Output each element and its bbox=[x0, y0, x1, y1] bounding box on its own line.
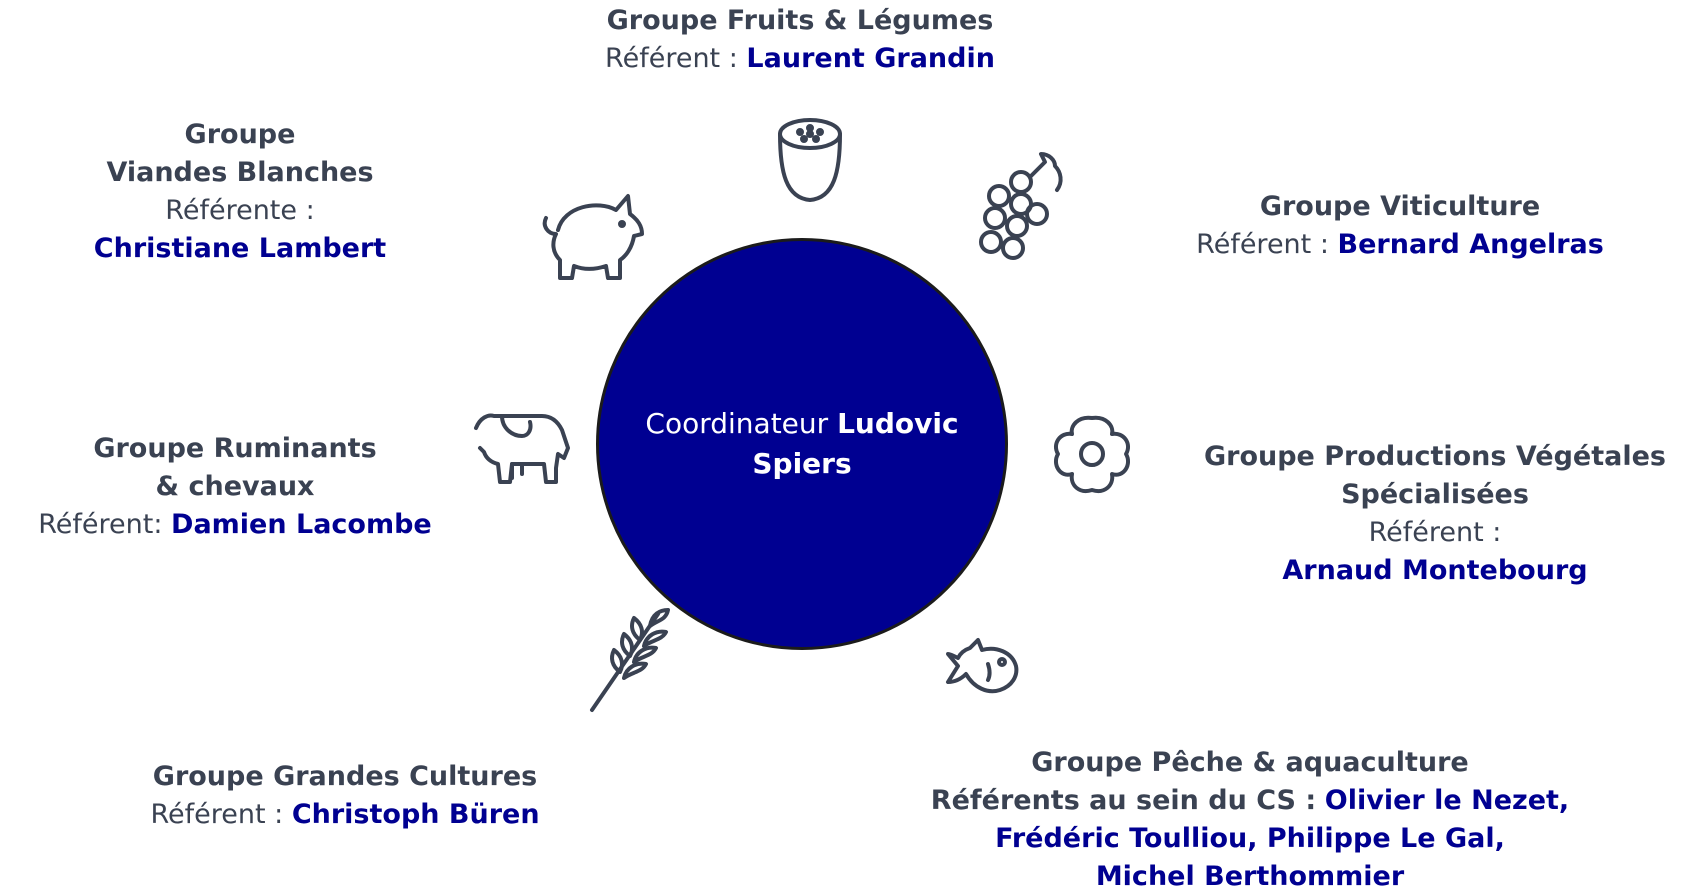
referent-name-line3: Michel Berthommier bbox=[1095, 861, 1405, 892]
referent-name: Arnaud Montebourg bbox=[1282, 555, 1588, 586]
referent-label: Référente : bbox=[165, 195, 315, 226]
fish-icon bbox=[946, 638, 1019, 694]
group-title-line2: Viandes Blanches bbox=[106, 157, 374, 188]
group-ruminants-chevaux: Groupe Ruminants & chevaux Référent: Dam… bbox=[0, 430, 470, 544]
group-fruits-legumes: Groupe Fruits & Légumes Référent : Laure… bbox=[560, 2, 1040, 78]
coordinator-circle: Coordinateur Ludovic Spiers bbox=[596, 238, 1008, 650]
referent-label: Référent : bbox=[1196, 229, 1329, 260]
referent-label: Référent : bbox=[150, 799, 284, 830]
referent-label: Référent : bbox=[1368, 517, 1502, 548]
referent-label: Référent : bbox=[605, 43, 738, 74]
coordinator-name: Ludovic Spiers bbox=[752, 407, 959, 480]
referent-label: Référents au sein du CS : bbox=[930, 785, 1317, 816]
grapes-icon bbox=[979, 152, 1063, 260]
referent-name-line1: Olivier le Nezet, bbox=[1324, 785, 1570, 816]
group-title-line1: Groupe Ruminants bbox=[93, 433, 377, 464]
referent-name: Laurent Grandin bbox=[746, 43, 995, 74]
group-title-line1: Groupe Productions Végétales bbox=[1203, 441, 1667, 472]
referent-name: Christiane Lambert bbox=[93, 233, 387, 264]
referent-name: Damien Lacombe bbox=[171, 509, 432, 540]
referent-name: Christoph Büren bbox=[291, 799, 540, 830]
referent-label: Référent: bbox=[38, 509, 163, 540]
group-peche-aquaculture: Groupe Pêche & aquaculture Référents au … bbox=[890, 744, 1610, 896]
group-viticulture: Groupe Viticulture Référent : Bernard An… bbox=[1150, 188, 1650, 264]
group-title: Groupe Pêche & aquaculture bbox=[1031, 747, 1469, 778]
coordinator-label: Coordinateur bbox=[645, 407, 829, 440]
group-productions-vegetales: Groupe Productions Végétales Spécialisée… bbox=[1190, 438, 1680, 590]
group-title: Groupe Grandes Cultures bbox=[152, 761, 538, 792]
coordinator-text: Coordinateur Ludovic Spiers bbox=[637, 404, 967, 484]
referent-name: Bernard Angelras bbox=[1337, 229, 1604, 260]
group-viandes-blanches: Groupe Viandes Blanches Référente : Chri… bbox=[60, 116, 420, 268]
cow-icon bbox=[474, 413, 570, 484]
group-title-line2: & chevaux bbox=[155, 471, 315, 502]
pig-icon bbox=[542, 194, 644, 280]
wheat-icon bbox=[590, 608, 670, 712]
flower-icon bbox=[1053, 415, 1131, 493]
group-title: Groupe Viticulture bbox=[1259, 191, 1541, 222]
group-title: Groupe Fruits & Légumes bbox=[606, 5, 994, 36]
group-grandes-cultures: Groupe Grandes Cultures Référent : Chris… bbox=[120, 758, 570, 834]
referent-name-line2: Frédéric Toulliou, Philippe Le Gal, bbox=[995, 823, 1505, 854]
kiwi-icon bbox=[778, 118, 842, 202]
group-title-line1: Groupe bbox=[184, 119, 296, 150]
group-title-line2: Spécialisées bbox=[1341, 479, 1529, 510]
